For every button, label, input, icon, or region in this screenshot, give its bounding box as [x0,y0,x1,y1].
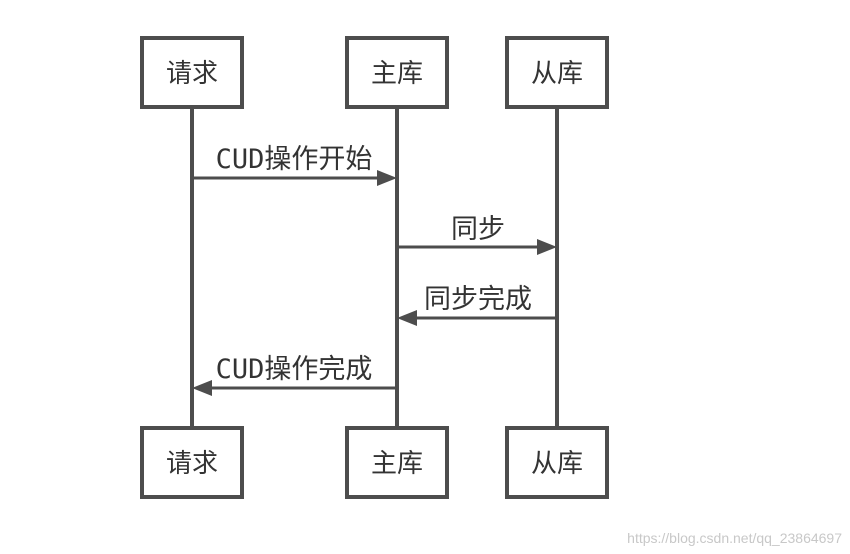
arrowhead-left-icon [397,310,417,326]
message-cud-start-label: CUD操作开始 [216,144,373,175]
message-cud-done-label: CUD操作完成 [216,354,373,385]
participant-request-top: 请求 [140,36,244,109]
arrowhead-right-icon [377,170,397,186]
participant-request-bottom-label: 请求 [166,449,218,479]
participant-slave-top: 从库 [505,36,609,109]
watermark: https://blog.csdn.net/qq_23864697 [627,530,842,546]
message-sync-label: 同步 [451,214,505,245]
message-cud-start: CUD操作开始 [192,144,397,186]
message-sync-done: 同步完成 [397,284,557,326]
message-cud-done: CUD操作完成 [192,354,397,396]
participant-request-bottom: 请求 [140,426,244,499]
participant-slave-top-label: 从库 [531,59,583,89]
participant-master-bottom-label: 主库 [371,449,423,479]
message-sync-done-label: 同步完成 [424,284,532,315]
participant-master-top: 主库 [345,36,449,109]
message-sync: 同步 [397,214,557,255]
arrowhead-right-icon [537,239,557,255]
participant-slave-bottom-label: 从库 [531,449,583,479]
participant-slave-bottom: 从库 [505,426,609,499]
arrowhead-left-icon [192,380,212,396]
participant-master-bottom: 主库 [345,426,449,499]
participant-request-top-label: 请求 [166,59,218,89]
participant-master-top-label: 主库 [371,59,423,89]
